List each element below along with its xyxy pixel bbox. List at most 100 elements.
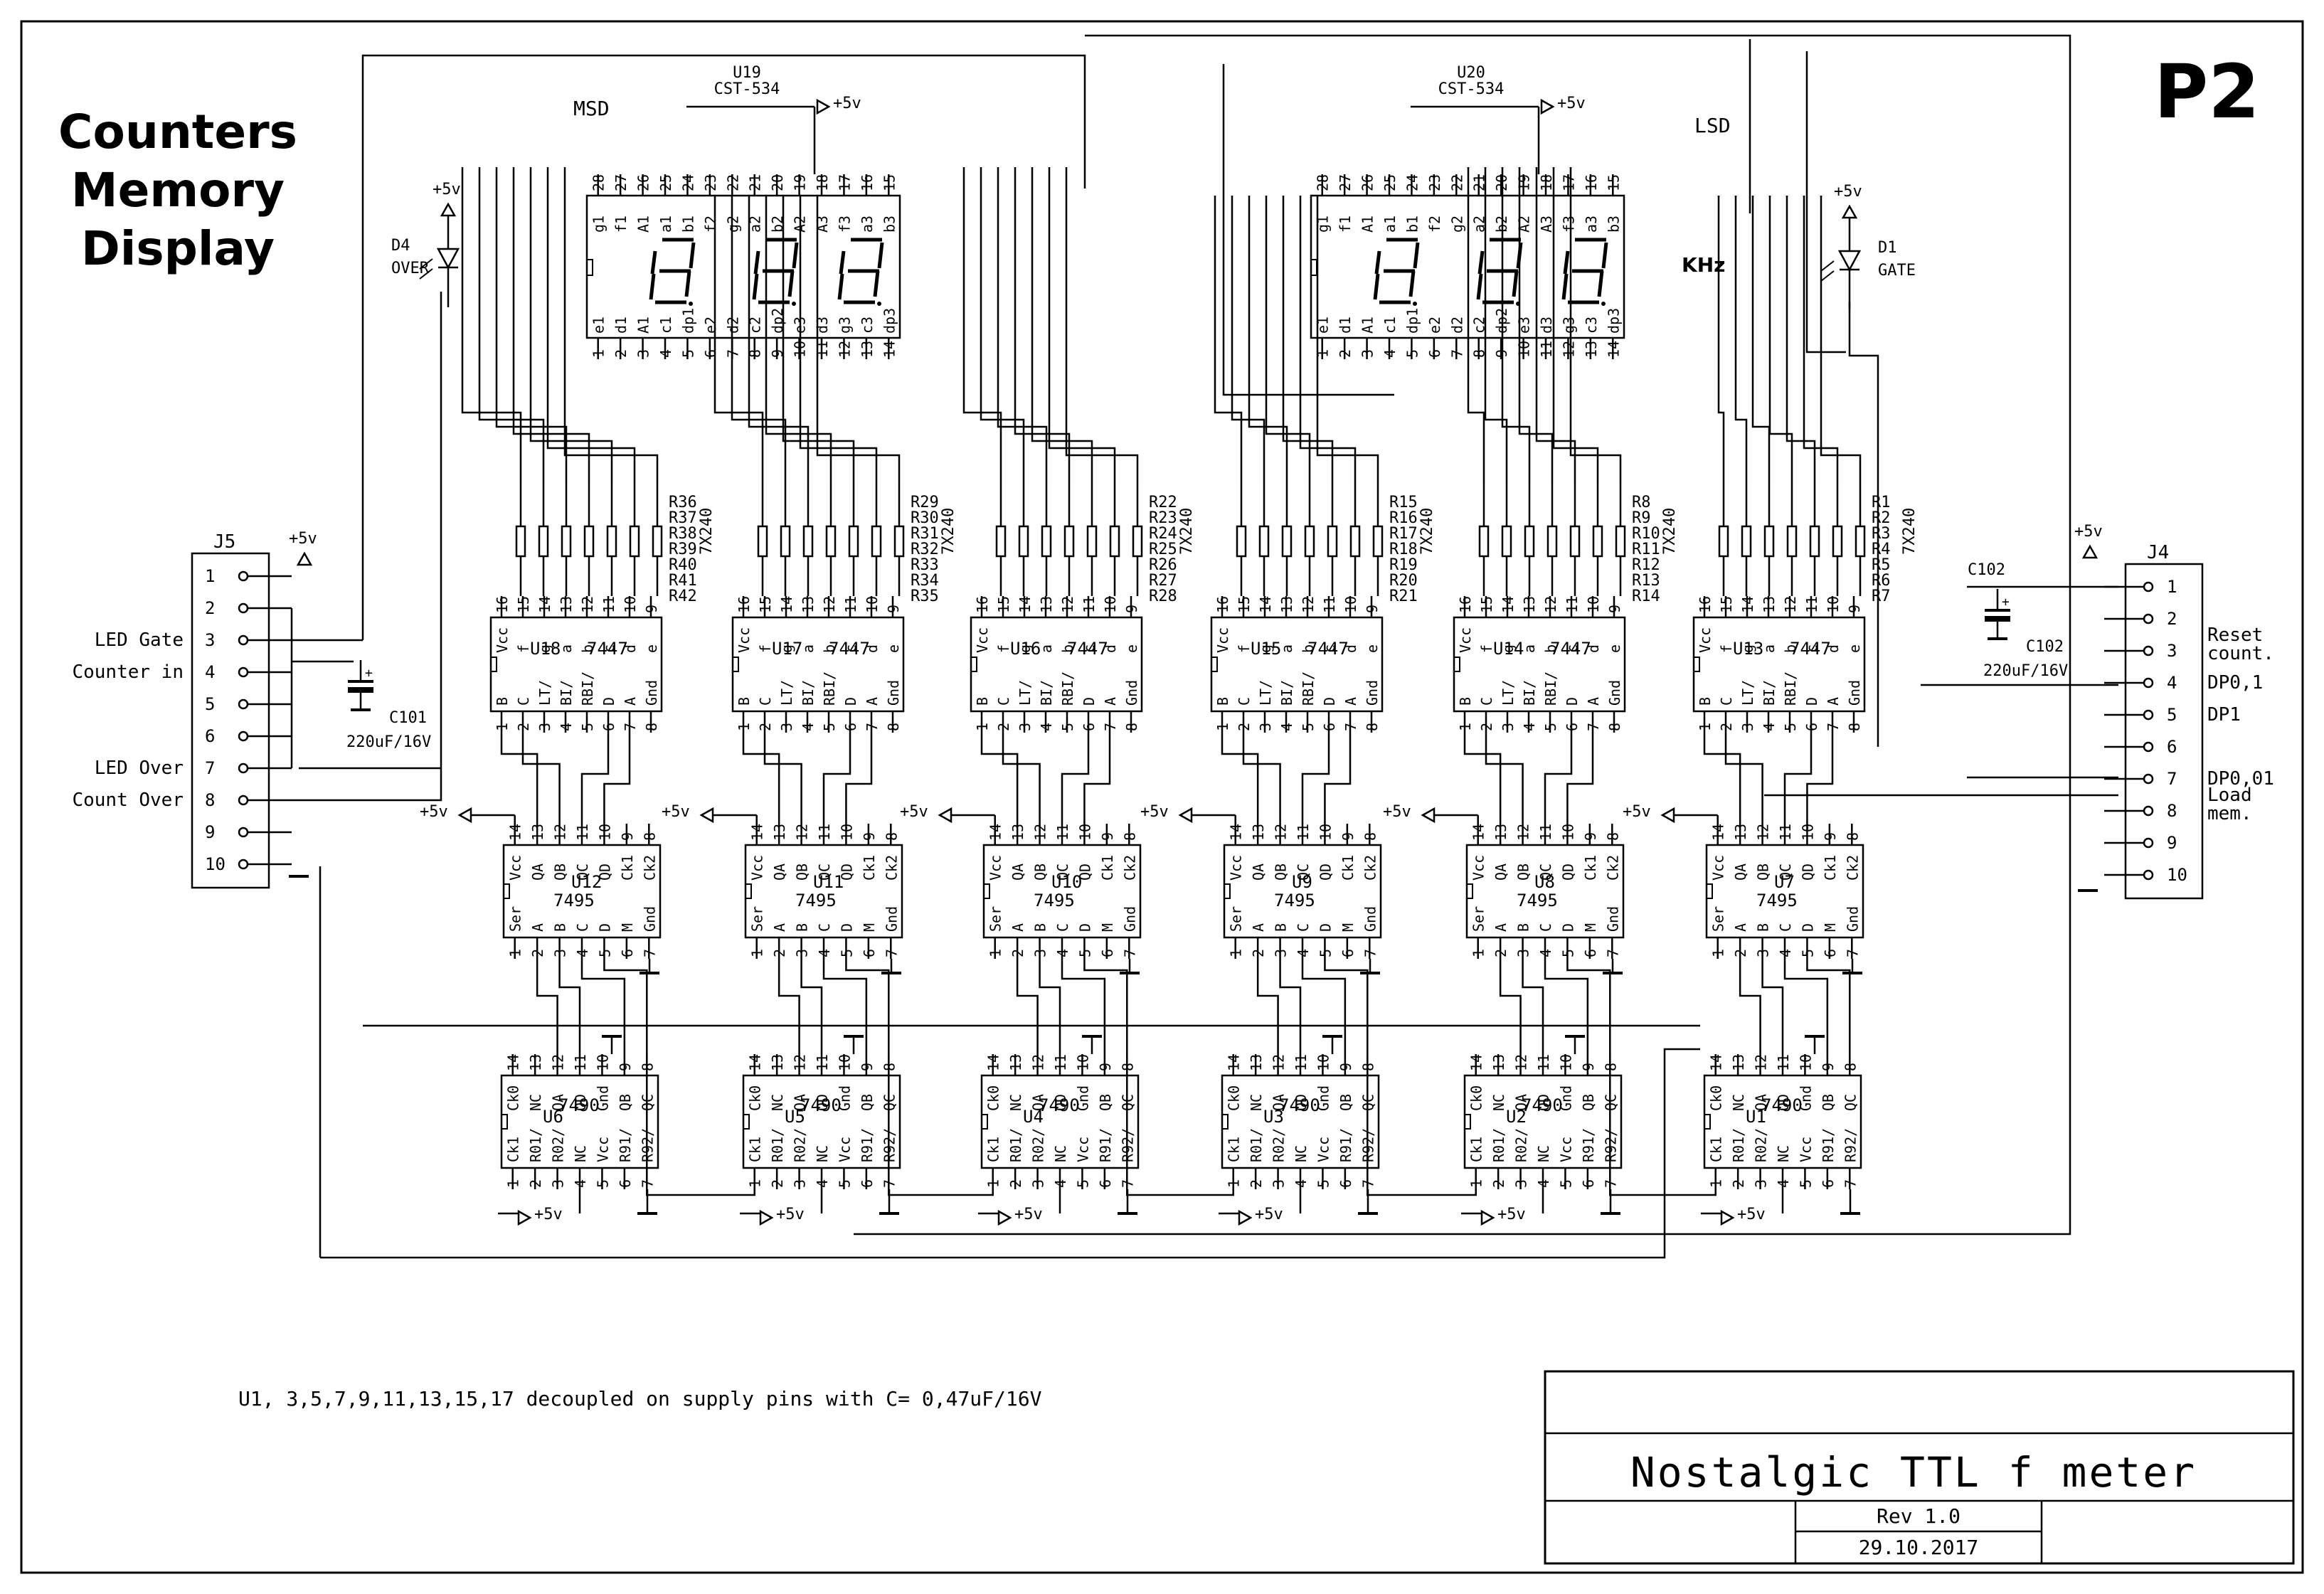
supply-label: +5v <box>1737 1206 1766 1223</box>
pin-number: 3 <box>778 723 795 731</box>
pin-name: g3 <box>1560 317 1577 334</box>
pin-number: 23 <box>702 174 719 191</box>
pin-name: RBI/ <box>821 671 838 706</box>
sheet-heading-line-3: Display <box>81 221 275 276</box>
pin-name: b3 <box>1605 216 1622 233</box>
pin-name: QD <box>838 864 855 881</box>
pin-name: R01/ <box>1490 1128 1507 1162</box>
pin-number: 14 <box>1257 596 1274 613</box>
pin-name: Ck2 <box>1604 855 1621 881</box>
pin-number: 4 <box>1761 723 1778 731</box>
resistor-reference: R36 <box>669 494 697 511</box>
pin-number: 2 <box>1478 723 1495 731</box>
pin-number: 7 <box>1359 1179 1376 1188</box>
resistor <box>1086 525 1098 558</box>
pin-name: a3 <box>859 216 876 233</box>
pin-number: 9 <box>1493 349 1510 358</box>
resistor <box>652 525 663 558</box>
resistor-reference: R16 <box>1389 509 1418 527</box>
pin-number: 2 <box>1492 949 1509 957</box>
resistor <box>1018 525 1029 558</box>
pin-name: QC <box>1777 864 1794 881</box>
supply-label: +5v <box>1497 1206 1526 1223</box>
capacitor-reference-label: C102 <box>1968 561 2005 579</box>
pin-name: D <box>1081 697 1098 706</box>
pin-name: A <box>622 697 639 706</box>
pin-name: Gnd <box>1074 1085 1091 1111</box>
pin-name: QB <box>1032 864 1049 881</box>
pin-number: 21 <box>1471 174 1488 191</box>
pin-number: 9 <box>859 1063 876 1071</box>
resistor <box>1258 525 1270 558</box>
pin-name: R91/ <box>859 1128 876 1162</box>
pin-name: Ck0 <box>1708 1085 1725 1111</box>
pin-name: f <box>1236 644 1253 653</box>
capacitor-reference: C101 <box>389 709 427 727</box>
ic-part-number: 7495 <box>553 891 595 910</box>
connector-pin-number: 5 <box>2167 705 2177 725</box>
pin-number: 4 <box>800 723 817 731</box>
pin-number: 1 <box>1228 949 1245 957</box>
pin-name: Vcc <box>1228 855 1245 881</box>
pin-name: Gnd <box>643 680 660 706</box>
pin-number: 6 <box>859 1179 876 1188</box>
pin-name: Ck1 <box>1339 855 1357 881</box>
pin-name: D <box>1076 923 1093 932</box>
pin-name: f1 <box>612 216 630 233</box>
pin-number: 14 <box>749 824 766 841</box>
pin-name: RBI/ <box>1059 671 1076 706</box>
pin-number: 8 <box>1359 1063 1376 1071</box>
connector-signal-label: LED Over <box>95 758 184 779</box>
pin-number: 14 <box>1739 596 1756 613</box>
pin-name: f3 <box>836 216 853 233</box>
pin-name: QB <box>1820 1094 1837 1111</box>
pin-number: 1 <box>1226 1179 1243 1188</box>
seven-segment-digit <box>837 238 884 306</box>
pin-name: A <box>864 697 881 706</box>
resistor-reference: R33 <box>911 556 939 574</box>
pin-name: g1 <box>1315 216 1332 233</box>
pin-number: 10 <box>1076 824 1093 841</box>
pin-name: Ck0 <box>985 1085 1002 1111</box>
pin-number: 14 <box>747 1054 764 1071</box>
pin-name: M <box>619 923 636 932</box>
connector-signal-label: LED Gate <box>95 629 184 651</box>
ic-part-number: 7447 <box>1307 639 1349 659</box>
pin-name: D <box>1799 923 1816 932</box>
resistor-reference: R41 <box>669 572 697 590</box>
pin-name: Vcc <box>1457 627 1474 653</box>
pin-name: M <box>861 923 878 932</box>
resistor-reference: R13 <box>1632 572 1660 590</box>
pin-name: Vcc <box>974 627 991 653</box>
resistor <box>1763 525 1775 558</box>
pin-number: 9 <box>885 605 902 613</box>
pin-name: NC <box>1775 1145 1792 1162</box>
pin-number: 27 <box>1337 174 1354 191</box>
pin-name: d <box>1102 644 1119 653</box>
decoder-ic-u16: 16Vcc15f14g13a12b11c10d9e1B2C3LT/4BI/5RB… <box>970 596 1143 733</box>
pin-name: NC <box>572 1145 589 1162</box>
pin-name: dp2 <box>769 308 786 334</box>
polarity-mark: + <box>365 666 373 681</box>
pin-name: Gnd <box>1797 1085 1814 1111</box>
resistor <box>1718 525 1729 558</box>
wire-net <box>290 34 2118 1259</box>
ic-reference: U14 <box>1493 639 1524 659</box>
pin-name: RBI/ <box>1782 671 1799 706</box>
pin-name: R02/ <box>550 1128 567 1162</box>
pin-name: C <box>1777 923 1794 932</box>
pin-name: QD <box>1799 864 1816 881</box>
pin-name: R02/ <box>1753 1128 1770 1162</box>
pin-number: 1 <box>1214 723 1231 731</box>
pin-number: 14 <box>778 596 795 613</box>
pin-name: QC <box>574 864 591 881</box>
pin-name: e1 <box>1315 317 1332 334</box>
resistor <box>629 525 640 558</box>
pin-name: C <box>1478 697 1495 706</box>
resistor-reference: R21 <box>1389 588 1418 605</box>
pin-number: 5 <box>679 349 696 358</box>
pin-name: QA <box>1270 1094 1288 1111</box>
pin-number: 1 <box>1457 723 1474 731</box>
pin-number: 7 <box>881 1179 898 1188</box>
